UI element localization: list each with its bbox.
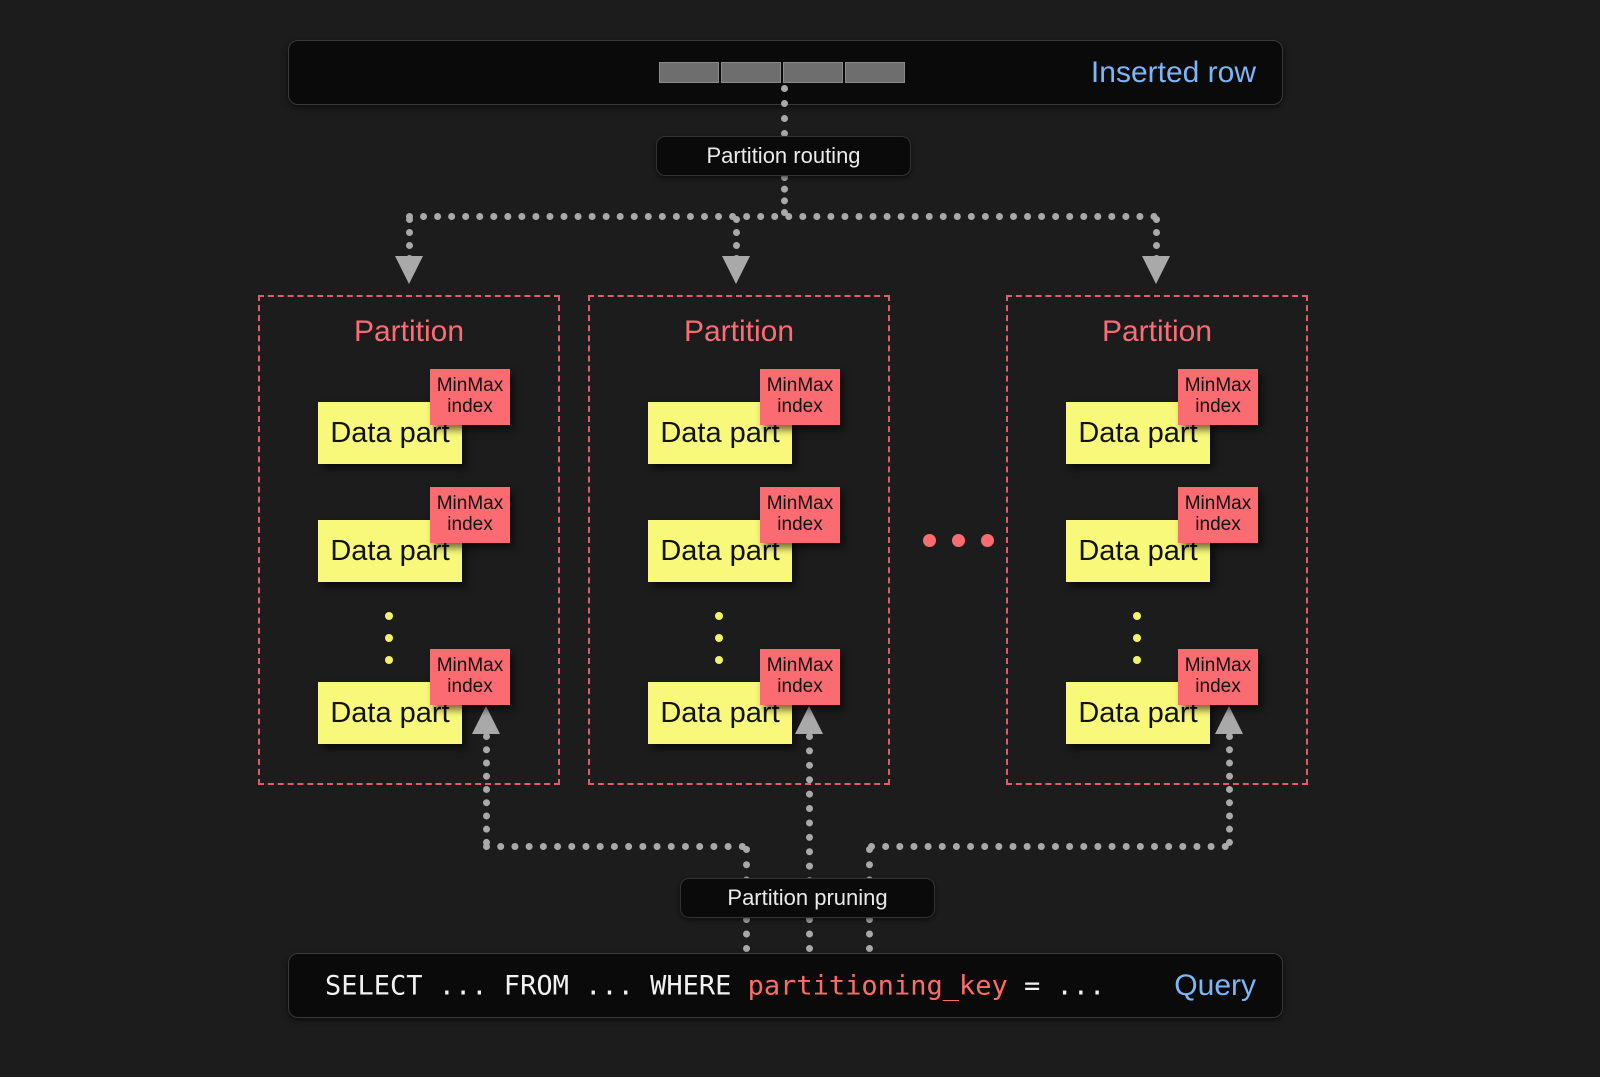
minmax-line-2: index <box>777 514 823 535</box>
partition-routing-label: Partition routing <box>706 143 861 168</box>
partition-routing-box: Partition routing <box>656 136 911 176</box>
ellipsis-dot <box>1133 656 1141 664</box>
minmax-line-2: index <box>447 514 493 535</box>
partition-title: Partition <box>353 315 465 348</box>
minmax-line-2: index <box>777 396 823 417</box>
arrow-down-partition-2 <box>722 256 750 284</box>
ellipsis-dot <box>1133 612 1141 620</box>
query-keyword: partitioning_key <box>747 970 1008 1001</box>
minmax-line-1: MinMax <box>766 655 834 677</box>
connector-pruning-to-partition-1 <box>483 733 490 846</box>
inserted-row-cells <box>659 62 905 83</box>
minmax-index-box: MinMax index <box>760 649 840 705</box>
inserted-row-label: Inserted row <box>1090 55 1256 89</box>
minmax-index-box: MinMax index <box>430 649 510 705</box>
query-text: SELECT ... FROM ... WHERE partitioning_k… <box>325 970 1105 1001</box>
arrow-down-partition-1 <box>395 256 423 284</box>
partition-box-1: Partition MinMax index Data part MinMax … <box>258 295 560 785</box>
pruning-bus-left <box>483 843 746 850</box>
minmax-line-1: MinMax <box>436 493 504 515</box>
connector-routing-to-bus <box>781 174 788 216</box>
minmax-line-1: MinMax <box>436 655 504 677</box>
minmax-index-box: MinMax index <box>430 487 510 543</box>
minmax-line-2: index <box>777 676 823 697</box>
row-cell <box>783 62 843 83</box>
connector-query-to-pruning-1 <box>743 916 750 952</box>
minmax-line-1: MinMax <box>1184 375 1252 397</box>
query-suffix: = ... <box>1007 970 1106 1001</box>
connector-row-to-routing <box>781 85 788 137</box>
partition-pruning-label: Partition pruning <box>727 885 888 910</box>
minmax-index-box: MinMax index <box>760 487 840 543</box>
connector-query-to-pruning-2 <box>806 916 813 952</box>
minmax-line-1: MinMax <box>766 493 834 515</box>
ellipsis-dot <box>715 634 723 642</box>
minmax-line-2: index <box>447 396 493 417</box>
arrow-up-partition-1 <box>472 706 500 734</box>
minmax-line-2: index <box>1195 514 1241 535</box>
pruning-bus-right <box>868 843 1229 850</box>
query-label: Query <box>1174 968 1256 1002</box>
vertical-ellipsis <box>715 612 723 678</box>
connector-bus-to-partition-1 <box>406 216 413 262</box>
ellipsis-dot <box>385 612 393 620</box>
ellipsis-dot <box>715 656 723 664</box>
connector-bus-to-partition-3 <box>1153 216 1160 262</box>
row-cell <box>845 62 905 83</box>
minmax-index-box: MinMax index <box>1178 649 1258 705</box>
query-prefix: SELECT ... FROM ... WHERE <box>325 970 748 1001</box>
routing-bus <box>406 213 1158 220</box>
row-cell <box>721 62 781 83</box>
minmax-line-2: index <box>447 676 493 697</box>
connector-bus-to-partition-2 <box>733 216 740 262</box>
minmax-line-1: MinMax <box>436 375 504 397</box>
arrow-down-partition-3 <box>1142 256 1170 284</box>
query-bar: SELECT ... FROM ... WHERE partitioning_k… <box>288 953 1283 1018</box>
ellipsis-dot <box>385 634 393 642</box>
ellipsis-dot <box>715 612 723 620</box>
ellipsis-dot <box>385 656 393 664</box>
partition-ellipsis <box>923 534 994 547</box>
minmax-index-box: MinMax index <box>1178 487 1258 543</box>
partition-pruning-box: Partition pruning <box>680 878 935 918</box>
partition-title: Partition <box>1101 315 1213 348</box>
data-part-box: Data part <box>648 402 792 464</box>
minmax-line-1: MinMax <box>766 375 834 397</box>
partition-title: Partition <box>683 315 795 348</box>
ellipsis-dot <box>1133 634 1141 642</box>
minmax-index-box: MinMax index <box>430 369 510 425</box>
minmax-line-1: MinMax <box>1184 655 1252 677</box>
ellipsis-dot <box>923 534 936 547</box>
minmax-index-box: MinMax index <box>760 369 840 425</box>
connector-pruning-to-partition-3 <box>1226 733 1233 846</box>
row-cell <box>659 62 719 83</box>
connector-query-to-pruning-3 <box>866 916 873 952</box>
arrow-up-partition-3 <box>1215 706 1243 734</box>
ellipsis-dot <box>952 534 965 547</box>
minmax-line-1: MinMax <box>1184 493 1252 515</box>
minmax-line-2: index <box>1195 676 1241 697</box>
vertical-ellipsis <box>385 612 393 678</box>
vertical-ellipsis <box>1133 612 1141 678</box>
minmax-index-box: MinMax index <box>1178 369 1258 425</box>
connector-pruning-to-partition-2 <box>806 733 813 913</box>
minmax-line-2: index <box>1195 396 1241 417</box>
ellipsis-dot <box>981 534 994 547</box>
arrow-up-partition-2 <box>795 706 823 734</box>
partition-box-3: Partition MinMax index Data part MinMax … <box>1006 295 1308 785</box>
partition-box-2: Partition MinMax index Data part MinMax … <box>588 295 890 785</box>
